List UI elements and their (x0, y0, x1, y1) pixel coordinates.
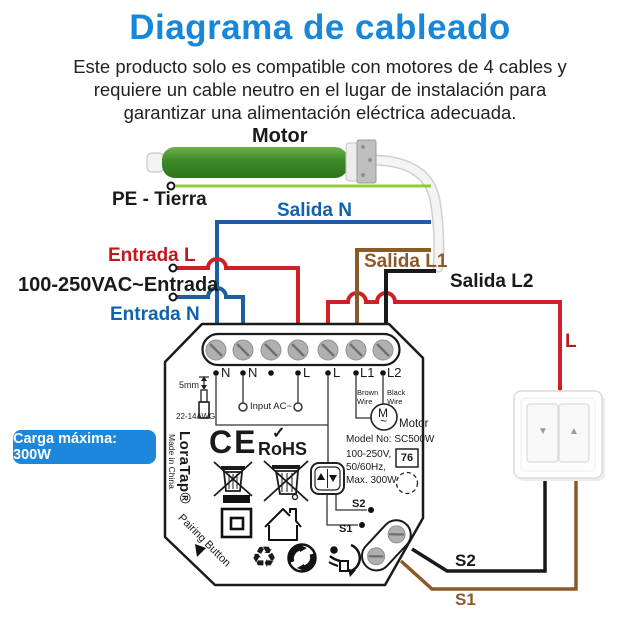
label-s2: S2 (455, 551, 476, 570)
black-wire-label: Black Wire (387, 388, 406, 406)
wire-entrada-l-red (168, 257, 300, 325)
s1-internal-label: S1 (339, 523, 353, 535)
terminal-label-l2-out: L2 (387, 365, 402, 380)
made-in-china: Made in China (167, 434, 177, 489)
wire-s2-black (411, 478, 547, 573)
subtitle-line-2: requiere un cable neutro en el lugar de … (93, 79, 547, 100)
label-motor: Motor (252, 125, 308, 147)
pairing-arrow-icon (195, 544, 206, 557)
down-arrow-icon (329, 475, 337, 482)
wall-switch (513, 390, 605, 481)
input-ac-label: Input AC~ (250, 401, 292, 412)
label-pe-tierra: PE - Tierra (112, 189, 207, 210)
strip-gauge-icon (198, 376, 210, 419)
label-l-switch: L (565, 331, 577, 352)
max-load-badge: Carga máxima: 300W (13, 430, 156, 464)
s2-internal-label: S2 (352, 498, 366, 510)
motor-small-label: Motor (399, 418, 429, 430)
ce-mark: CE (209, 424, 258, 460)
wire-salida-l2-black (384, 269, 436, 325)
gauge-5mm-label: 5mm (179, 380, 199, 390)
page-subtitle: Este producto solo es compatible con mot… (0, 55, 640, 124)
weee-bin-icon-small (213, 461, 253, 497)
brown-wire-label: Brown Wire (357, 388, 379, 406)
label-salida-l2: Salida L2 (450, 271, 534, 292)
green-dot-icon (287, 543, 317, 573)
indoor-use-house-icon (264, 508, 302, 541)
motor-m-symbol: M (378, 406, 388, 420)
switch-down-arrow-icon: ▼ (538, 426, 548, 437)
model-number: Model No: SC500W (346, 434, 435, 445)
cert-marks (395, 448, 419, 495)
terminal-label-l1: L (303, 365, 311, 380)
awg-label: 22-14AWG (176, 412, 216, 421)
label-salida-l1: Salida L1 (364, 251, 448, 272)
switch-up-arrow-icon: ▲ (569, 426, 579, 437)
brand-loratap: LoraTap® (176, 431, 193, 505)
wire-salida-n-blue (215, 220, 431, 325)
motor-cable (368, 154, 445, 273)
double-insulation-icon (220, 507, 253, 539)
label-salida-n: Salida N (277, 200, 352, 221)
motor-graphic (146, 139, 377, 184)
terminal-screws (205, 339, 394, 361)
terminal-label-n1: N (221, 365, 231, 380)
max-load-spec: Max. 300W (346, 475, 397, 486)
rohs-mark: RoHS (258, 439, 307, 459)
weee-bin-icon-large (263, 460, 309, 502)
label-s1: S1 (455, 590, 476, 609)
terminal-label-l1-out: L1 (360, 365, 375, 380)
oval-terminal-block (360, 519, 412, 572)
voltage-spec: 100-250V, (346, 449, 392, 460)
subtitle-line-3: garantizar una alimentación eléctrica ad… (123, 102, 517, 123)
terminal-label-l2: L (333, 365, 341, 380)
tidyman-icon (328, 543, 361, 577)
subtitle-line-1: Este producto solo es compatible con mot… (73, 56, 567, 77)
switch-rocker-down (526, 403, 559, 463)
rohs-check-icon: ✓ (272, 425, 286, 442)
motor-symbol (370, 403, 398, 431)
updown-button-box (310, 462, 345, 495)
page-title: Diagrama de cableado (129, 8, 511, 47)
motor-tilde-symbol: ~ (380, 414, 388, 428)
black-bar-mark (223, 495, 250, 503)
module-internal-lines (213, 370, 386, 528)
label-entrada-l: Entrada L (108, 245, 196, 266)
wire-pe-green (166, 181, 431, 191)
switch-rocker-up (558, 403, 590, 463)
label-entrada-n: Entrada N (110, 304, 200, 325)
wire-l-to-switch-red (326, 291, 562, 393)
recycle-icon: ♻ (251, 542, 277, 574)
wire-entrada-n-blue (168, 286, 245, 325)
wire-salida-l1-brown (355, 248, 431, 325)
cert-code-76: 76 (400, 452, 414, 464)
frequency-spec: 50/60Hz, (346, 462, 387, 473)
label-vac-entrada: 100-250VAC~Entrada (18, 274, 219, 296)
terminal-label-n2: N (248, 365, 258, 380)
up-arrow-icon (317, 473, 325, 480)
max-load-badge-text: Carga máxima: 300W (13, 431, 117, 463)
wire-s1-brown (399, 478, 578, 591)
